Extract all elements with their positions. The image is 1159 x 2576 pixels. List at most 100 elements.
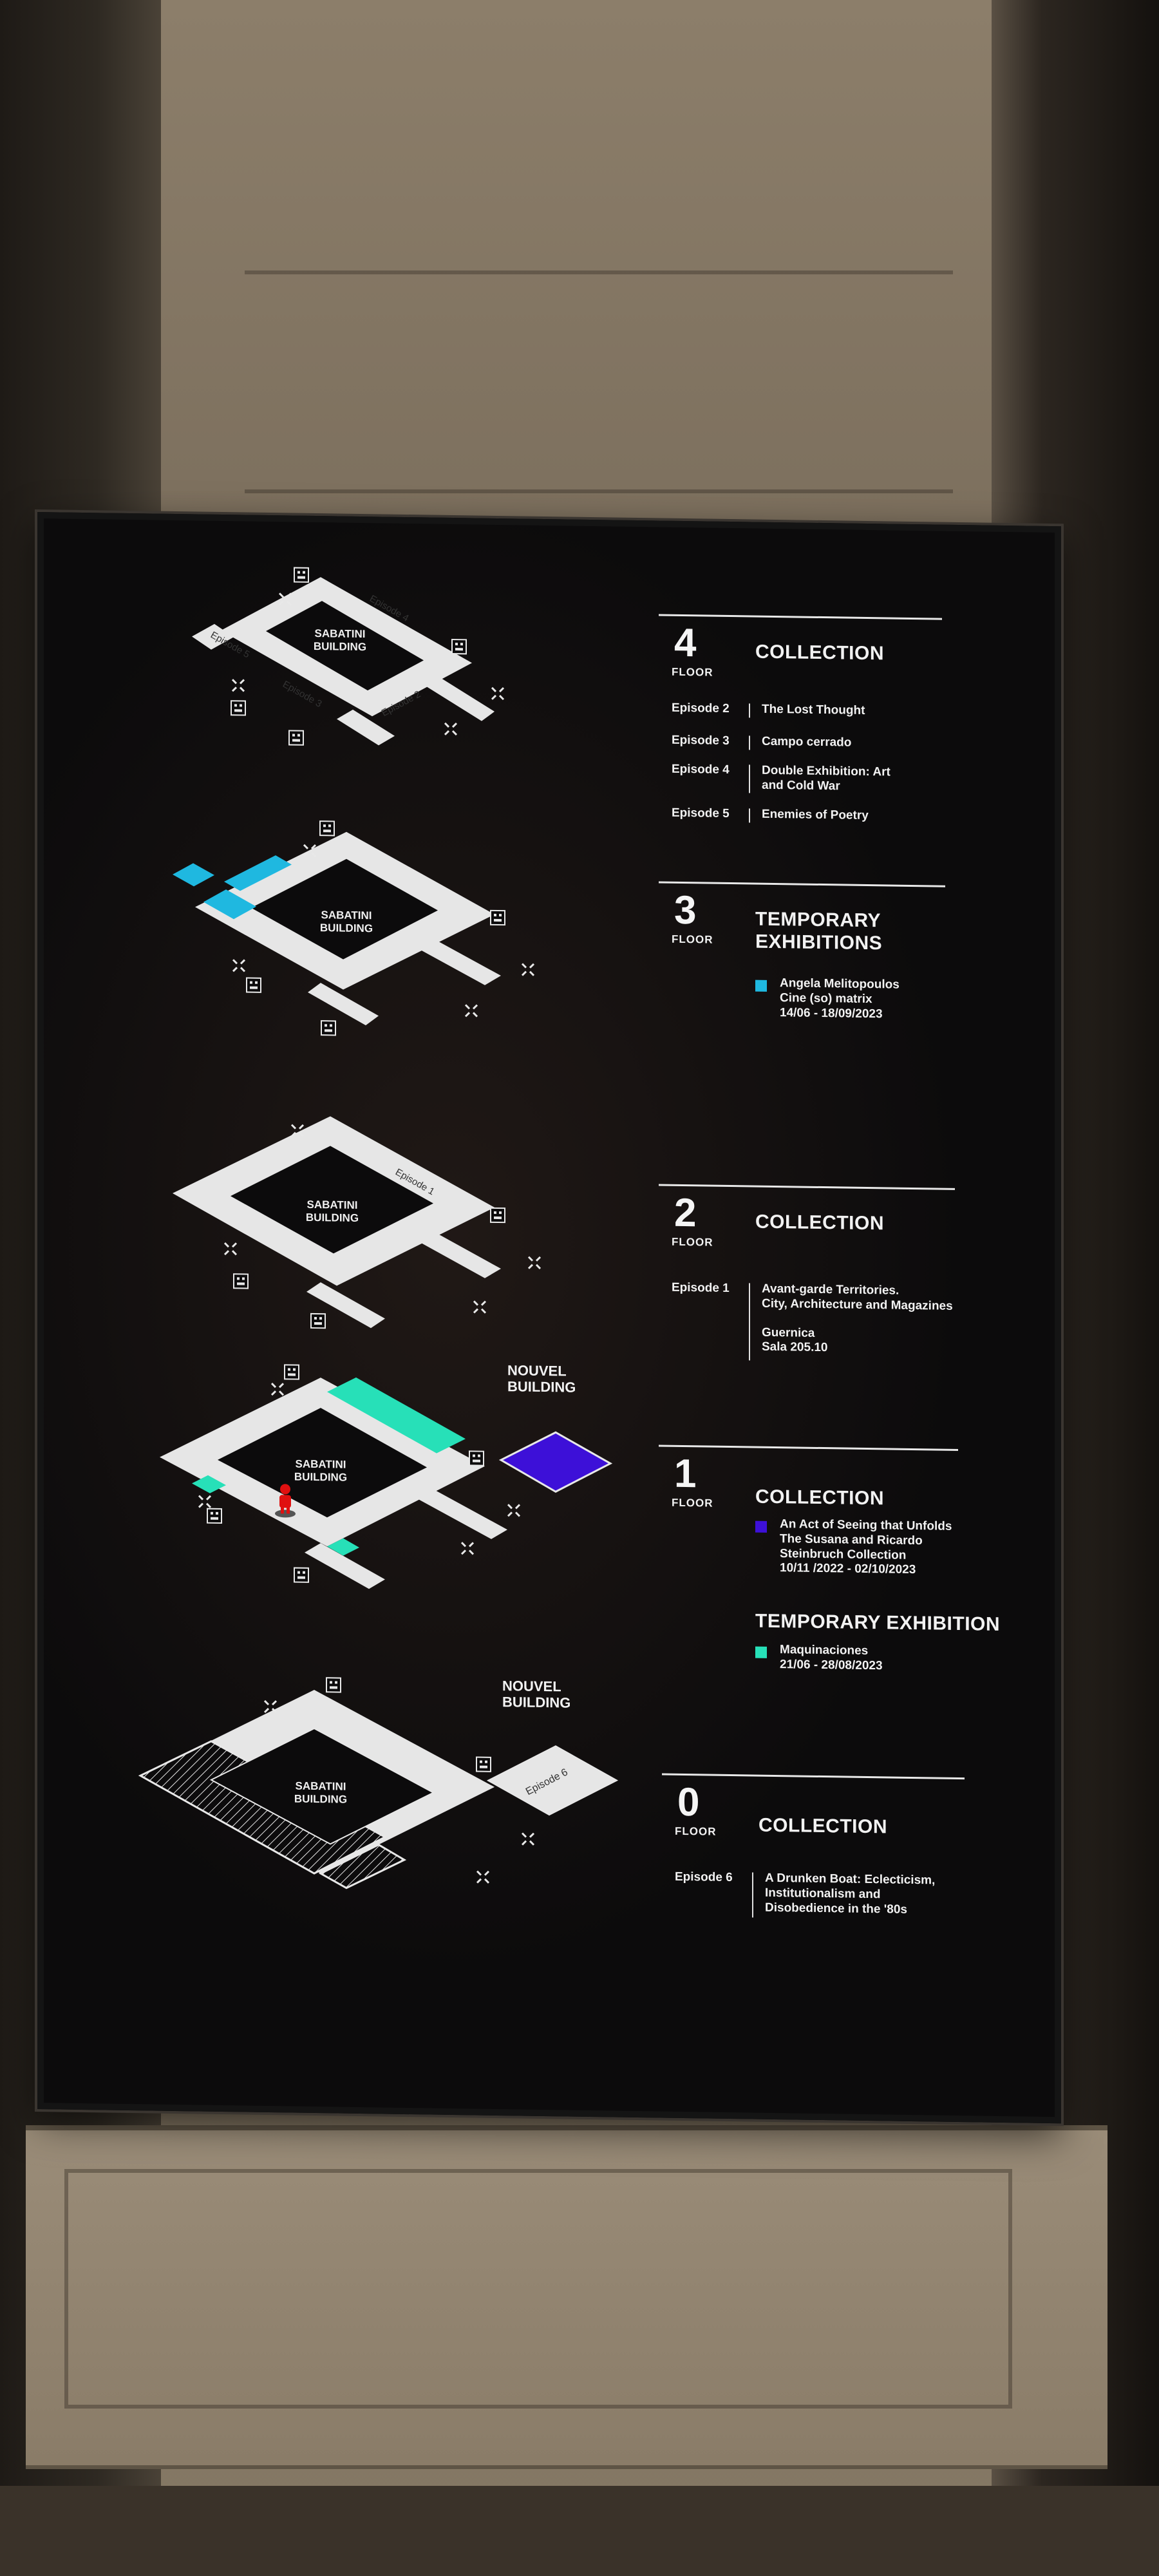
elevator-icon: [468, 1450, 485, 1466]
plan-floor-3: SABATINI BUILDING: [173, 820, 535, 1036]
episode-number: Episode 4: [672, 762, 730, 777]
stairs-icon: [198, 1495, 212, 1509]
plinth-panel: [64, 2169, 1012, 2409]
elevator-icon: [489, 909, 506, 926]
elevator-icon: [489, 1207, 506, 1224]
plan-2-building-label: SABATINI: [306, 1198, 357, 1211]
stone-joint: [245, 270, 953, 274]
nouvel-label-line: BUILDING: [507, 1378, 576, 1396]
plan-3-wing: [388, 922, 501, 985]
plan-3-building-label: BUILDING: [320, 922, 373, 934]
legend-floor-4: 4 FLOOR COLLECTION Episode 2 The Lost Th…: [659, 614, 981, 831]
divider-bar: [749, 1283, 750, 1361]
episode-number: Episode 5: [672, 806, 730, 821]
stairs-icon: [507, 1503, 521, 1517]
divider-bar: [749, 808, 750, 823]
floor-number: 1: [674, 1451, 697, 1497]
nouvel-label-line: NOUVEL: [502, 1678, 561, 1695]
elevator-icon: [319, 820, 335, 837]
episode-text: Avant-garde Territories. City, Architect…: [762, 1282, 1006, 1358]
elevator-icon: [325, 1677, 342, 1693]
exhibition-line: 10/11 /2022 - 02/10/2023: [780, 1561, 916, 1577]
section-heading: COLLECTION: [755, 641, 884, 665]
legend-floor-3: 3 FLOOR TEMPORARY EXHIBITIONS Angela Mel…: [659, 881, 981, 1046]
elevator-icon: [288, 730, 305, 746]
plan-0-nouvel-building: [486, 1745, 619, 1816]
stairs-icon: [270, 1382, 285, 1396]
plan-3-wing: [308, 983, 379, 1026]
elevator-icon: [206, 1508, 223, 1524]
cyan-swatch: [755, 980, 767, 992]
nouvel-building-label: NOUVEL BUILDING: [502, 1678, 570, 1711]
floor-label: FLOOR: [672, 933, 713, 946]
plan-2-wing: [306, 1282, 385, 1329]
stairs-icon: [444, 722, 458, 736]
section-heading: COLLECTION: [755, 1486, 884, 1510]
elevator-icon: [293, 567, 310, 583]
elevator-icon: [245, 977, 262, 993]
plan-floor-2: SABATINI BUILDING Episode 1: [173, 1116, 542, 1329]
stairs-icon: [521, 1832, 535, 1846]
section-heading: TEMPORARY EXHIBITIONS: [755, 908, 883, 954]
elevator-icon: [232, 1273, 249, 1289]
elevator-icon: [293, 1567, 310, 1583]
stairs-icon: [476, 1870, 490, 1884]
plan-4-building-label: SABATINI: [314, 627, 365, 640]
stairs-icon: [232, 958, 246, 972]
plan-3-exhibition-area: [173, 863, 214, 887]
stairs-icon: [223, 1242, 238, 1256]
teal-swatch: [755, 1646, 767, 1658]
stairs-icon: [521, 963, 535, 977]
plan-3-exhibition-area: [203, 889, 256, 920]
plan-0-building-label: SABATINI: [295, 1780, 346, 1793]
episode-line: Disobedience in the '80s: [765, 1900, 907, 1917]
purple-swatch: [755, 1520, 767, 1533]
plan-1-building-label: BUILDING: [294, 1471, 347, 1484]
museum-directory-sign: SABATINI BUILDING Episode 4 Episode 5 Ep…: [37, 512, 1061, 2124]
stairs-icon: [527, 1256, 542, 1270]
floor-label: FLOOR: [672, 1235, 713, 1249]
you-are-here-marker: [275, 1484, 296, 1518]
episode-number: Episode 3: [672, 733, 730, 748]
legend-floor-1: 1 FLOOR COLLECTION An Act of Seeing that…: [659, 1444, 1019, 1720]
exhibition-line: 14/06 - 18/09/2023: [780, 1005, 883, 1021]
episode-number: Episode 1: [672, 1280, 730, 1296]
floor-label: FLOOR: [672, 1496, 713, 1510]
plan-2-wing: [401, 1222, 501, 1278]
floor-number: 2: [674, 1190, 697, 1236]
episode-title: Double Exhibition: Art and Cold War: [762, 763, 890, 793]
stairs-icon: [473, 1300, 487, 1314]
plan-3-building-label: SABATINI: [321, 909, 372, 922]
exhibition-text: An Act of Seeing that Unfolds The Susana…: [780, 1517, 1050, 1580]
divider-bar: [749, 703, 750, 718]
stairs-icon: [491, 687, 505, 701]
elevator-icon: [475, 1756, 492, 1772]
episode-number: Episode 6: [675, 1870, 733, 1885]
floor-number: 0: [677, 1779, 700, 1825]
nouvel-label-line: BUILDING: [502, 1694, 571, 1711]
plan-4-wing: [424, 675, 495, 721]
plan-0-hatched-area: [318, 1843, 407, 1889]
plan-4-wing: [192, 623, 234, 650]
episode-title: Enemies of Poetry: [762, 807, 869, 823]
divider-bar: [749, 735, 750, 750]
divider-bar: [749, 764, 750, 793]
stone-joint: [245, 489, 953, 493]
plan-1-wing: [388, 1473, 507, 1539]
divider-bar: [752, 1872, 753, 1918]
episode-text: A Drunken Boat: Eclecticism, Institution…: [765, 1871, 997, 1918]
plan-0-courtyard: [209, 1727, 435, 1845]
plan-0-building-label: BUILDING: [294, 1793, 347, 1806]
stairs-icon: [231, 678, 245, 692]
plan-1-wing: [305, 1543, 385, 1589]
plan-floor-1: SABATINI BUILDING: [160, 1364, 613, 1589]
section-heading: TEMPORARY EXHIBITION: [755, 1610, 1001, 1635]
plan-3-courtyard: [251, 858, 438, 960]
plan-2-courtyard: [231, 1146, 433, 1254]
exhibition-text: Angela Melitopoulos Cine (so) matrix 14/…: [780, 976, 1050, 1024]
floor-number: 4: [674, 620, 697, 666]
episode-title: The Lost Thought: [762, 702, 865, 717]
elevator-icon: [283, 1364, 300, 1380]
plan-2-building-label: BUILDING: [306, 1211, 359, 1224]
elevator-icon: [230, 700, 247, 716]
